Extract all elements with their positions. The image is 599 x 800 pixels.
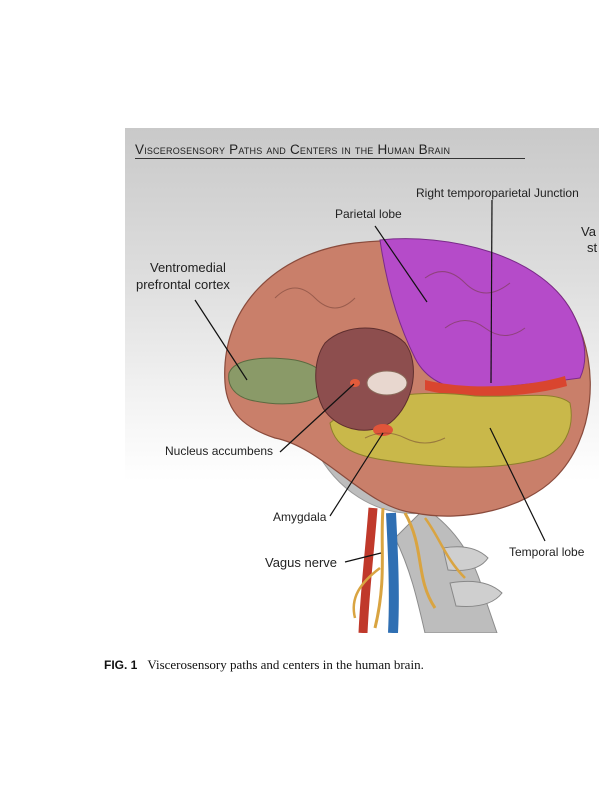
label-temporal-lobe: Temporal lobe (509, 545, 585, 559)
vertebra (449, 580, 503, 607)
label-amygdala: Amygdala (273, 510, 327, 524)
label-cut-right-2: st (587, 240, 598, 255)
leader-accumbens (279, 383, 355, 453)
label-vmpfc-line1: Ventromedial (150, 260, 226, 275)
caption-text: Viscerosensory paths and centers in the … (147, 657, 424, 672)
figure-title: Viscerosensory Paths and Centers in the … (135, 142, 525, 159)
label-vagus-nerve: Vagus nerve (265, 555, 338, 570)
leader-vmpfc (194, 299, 248, 381)
tpj-region (425, 376, 567, 397)
nerve-branch (403, 512, 437, 609)
gyri-texture (274, 271, 526, 444)
nerve-branch (352, 567, 381, 619)
label-parietal-lobe: Parietal lobe (335, 207, 402, 221)
leader-tpj (490, 199, 493, 384)
nerve-branch (423, 517, 466, 579)
leader-amygdala (329, 432, 384, 517)
thalamus (366, 370, 408, 396)
jugular-vein (386, 512, 399, 633)
label-right-tpj: Right temporoparietal Junction (416, 186, 579, 200)
brain-illustration (194, 199, 591, 633)
leader-temporal (489, 427, 546, 542)
leader-vagus (344, 552, 382, 563)
label-cut-right-1: Va (581, 224, 596, 239)
figure-number: FIG. 1 (104, 658, 138, 672)
prefrontal-region (228, 357, 327, 405)
medial-cutaway (315, 327, 414, 431)
vagus-nerve-path (373, 507, 385, 629)
leader-parietal (374, 225, 428, 303)
figure-caption: FIG. 1 Viscerosensory paths and centers i… (104, 657, 424, 673)
label-vmpfc-line2: prefrontal cortex (136, 277, 230, 292)
figure-panel: Viscerosensory Paths and Centers in the … (125, 128, 599, 633)
label-nucleus-accumbens: Nucleus accumbens (165, 444, 274, 458)
carotid-artery (358, 507, 378, 633)
